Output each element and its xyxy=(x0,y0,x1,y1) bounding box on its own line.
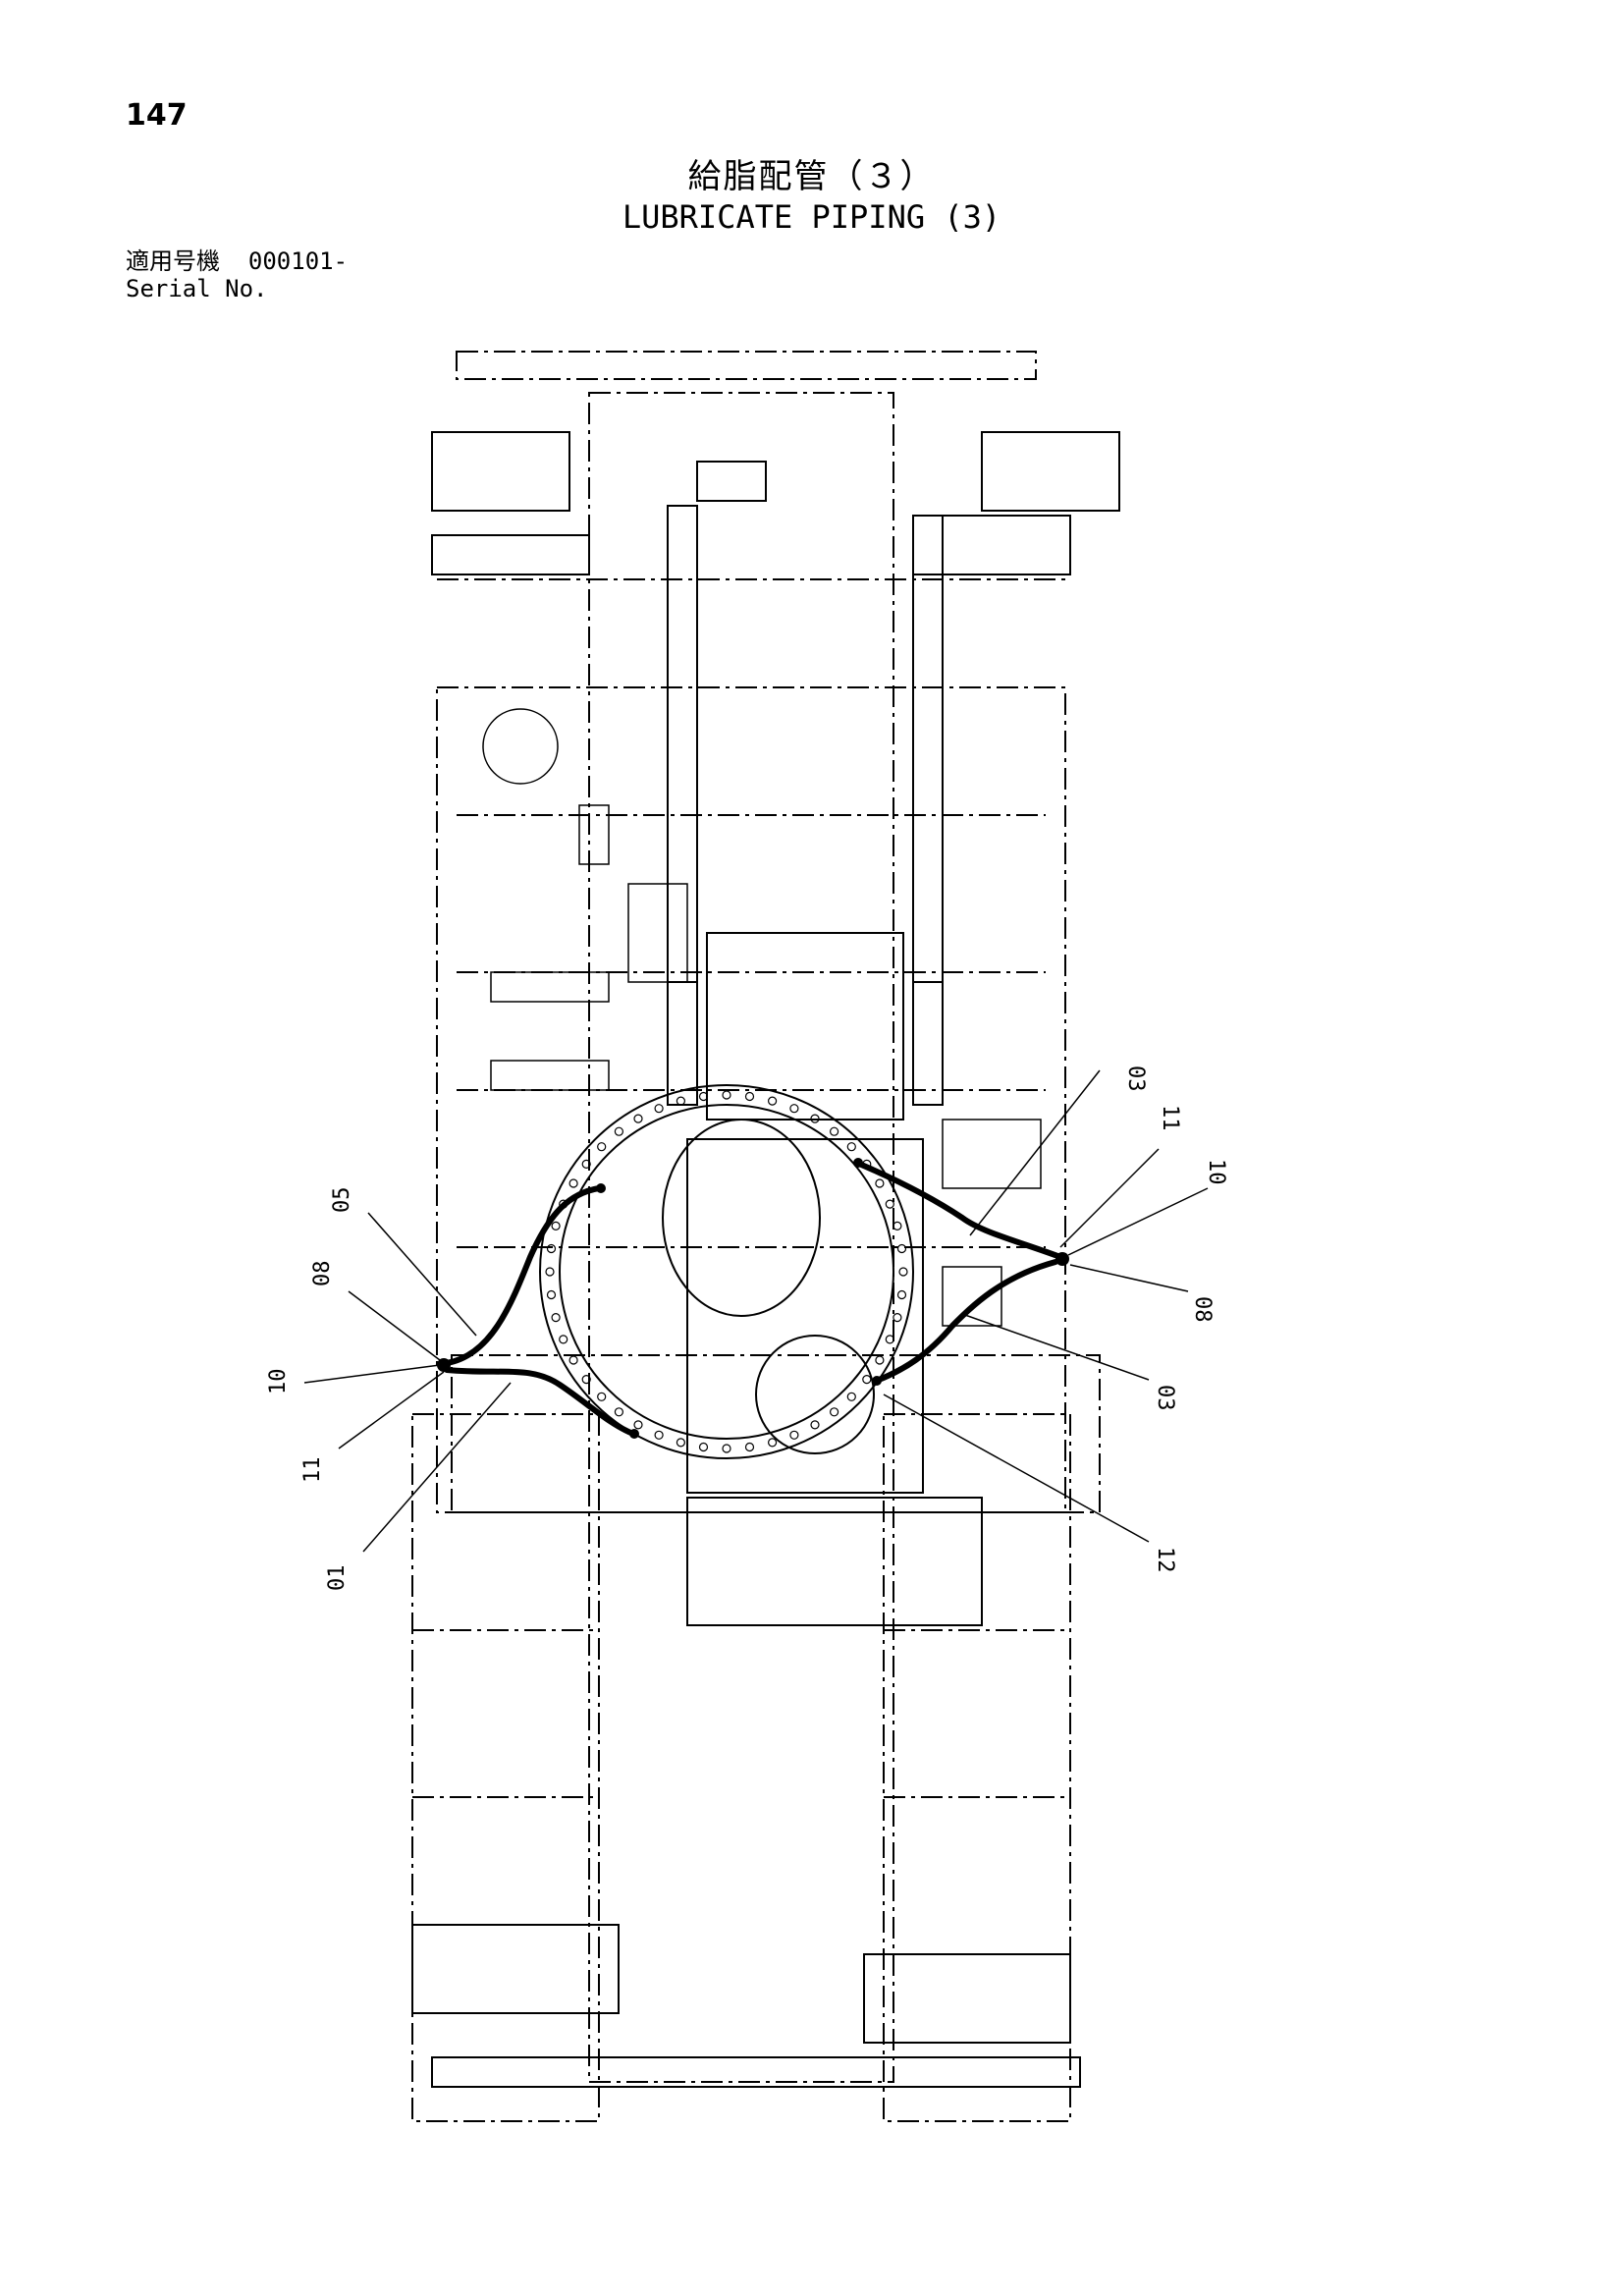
bolt-hole xyxy=(846,1392,856,1401)
bolt-hole xyxy=(767,1438,778,1448)
bolt-hole xyxy=(810,1420,820,1430)
serial-block: 適用号機 000101- Serial No. xyxy=(126,247,348,302)
title-japanese: 給脂配管（３） xyxy=(687,157,936,196)
bolt-hole xyxy=(546,1243,557,1254)
bolt-hole xyxy=(597,1392,607,1401)
bolt-hole xyxy=(551,1312,561,1323)
bolt-hole xyxy=(581,1374,591,1385)
callout-label: 10 xyxy=(266,1369,291,1395)
bolt-hole xyxy=(885,1199,894,1209)
bolt-hole xyxy=(898,1267,908,1277)
outrigger-structures xyxy=(411,351,1120,2088)
central-beams xyxy=(451,505,1101,1626)
callout-label: 10 xyxy=(1204,1159,1228,1185)
bolt-hole xyxy=(722,1444,731,1453)
serial-label-en: Serial No. xyxy=(126,275,268,302)
leader-lines xyxy=(303,1069,1209,1553)
bolt-hole xyxy=(744,1091,755,1102)
bolt-hole xyxy=(893,1221,902,1231)
callout-label: 03 xyxy=(1123,1066,1148,1092)
hose-fittings xyxy=(437,1158,1069,1439)
bolt-hole xyxy=(568,1355,578,1365)
serial-label-jp: 適用号機 xyxy=(126,247,220,275)
bolt-hole xyxy=(546,1289,557,1300)
serial-value: 000101- xyxy=(247,247,349,275)
bolt-hole xyxy=(846,1142,856,1152)
bolt-hole xyxy=(789,1104,799,1114)
side-details xyxy=(482,708,1042,1327)
bolt-hole xyxy=(893,1312,902,1323)
bolt-hole xyxy=(698,1091,709,1102)
bolt-hole xyxy=(829,1126,839,1136)
bolt-hole xyxy=(698,1442,709,1452)
bolt-hole xyxy=(568,1178,578,1188)
bolt-hole xyxy=(862,1374,872,1385)
callout-label: 03 xyxy=(1153,1385,1177,1411)
bolt-hole xyxy=(614,1126,624,1136)
callout-label: 05 xyxy=(330,1187,354,1214)
title-english: LUBRICATE PIPING (3) xyxy=(622,198,1001,236)
callout-label: 08 xyxy=(1190,1296,1215,1323)
bolt-hole xyxy=(676,1096,686,1106)
bolt-hole xyxy=(551,1221,561,1231)
bolt-hole xyxy=(633,1114,643,1123)
chassis-outline xyxy=(411,392,1071,2122)
bolt-hole xyxy=(744,1442,755,1452)
bolt-hole xyxy=(810,1114,820,1123)
bolt-hole xyxy=(654,1430,664,1440)
bolt-hole xyxy=(559,1335,568,1344)
lubrication-hoses xyxy=(444,1161,1063,1437)
callout-label: 08 xyxy=(310,1261,335,1287)
bolt-hole xyxy=(875,1355,885,1365)
bolt-hole xyxy=(654,1104,664,1114)
swing-bearing xyxy=(539,1084,924,1494)
bolt-hole xyxy=(896,1243,907,1254)
bolt-hole xyxy=(676,1438,686,1448)
callout-label: 11 xyxy=(1158,1105,1182,1131)
bolt-hole xyxy=(875,1178,885,1188)
callout-label: 01 xyxy=(325,1565,350,1592)
bolt-hole xyxy=(722,1090,731,1100)
bolt-hole xyxy=(545,1267,555,1277)
bolt-hole xyxy=(896,1289,907,1300)
bolt-hole xyxy=(581,1159,591,1170)
callout-label: 12 xyxy=(1153,1547,1177,1573)
callout-labels: 03 11 10 05 08 10 11 01 08 03 12 xyxy=(266,1066,1228,1591)
bolt-hole xyxy=(597,1142,607,1152)
bolt-hole xyxy=(829,1407,839,1417)
page-number: 147 xyxy=(126,98,188,133)
bolt-hole xyxy=(633,1420,643,1430)
callout-label: 11 xyxy=(300,1457,325,1484)
bearing-bolt-holes xyxy=(545,1090,908,1453)
bolt-hole xyxy=(614,1407,624,1417)
bolt-hole xyxy=(885,1335,894,1344)
bolt-hole xyxy=(767,1096,778,1106)
bolt-hole xyxy=(789,1430,799,1440)
